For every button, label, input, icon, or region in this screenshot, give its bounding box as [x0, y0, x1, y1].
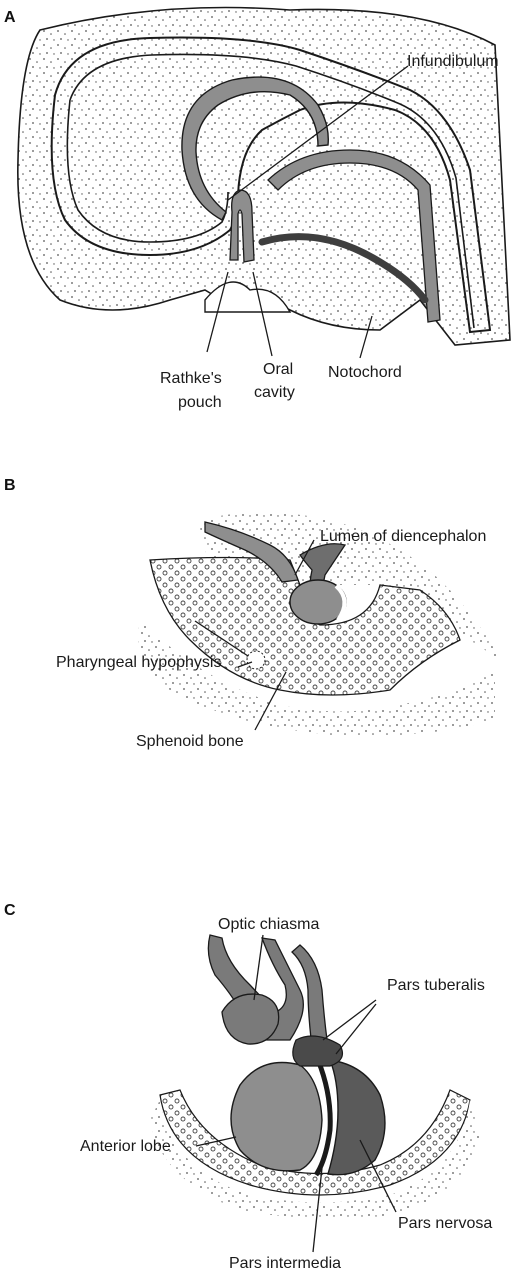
panel-c-pars-tuberalis [293, 1036, 343, 1066]
label-rathkes-pouch-2: pouch [178, 394, 222, 411]
label-lumen-of-diencephalon: Lumen of diencephalon [320, 528, 486, 545]
panel-c-anterior-lobe [231, 1063, 322, 1171]
label-rathkes-pouch-1: Rathke's [160, 370, 222, 387]
label-anterior-lobe: Anterior lobe [80, 1138, 171, 1155]
label-pars-nervosa: Pars nervosa [398, 1215, 492, 1232]
panel-c: C Optic chiasma Pars tuberalis Anterior … [4, 902, 492, 1272]
panel-c-optic-chiasma [222, 994, 279, 1044]
panel-b-pharyngeal-hypophysis [247, 651, 265, 669]
label-pars-tuberalis: Pars tuberalis [387, 977, 485, 994]
panel-c-letter: C [4, 902, 16, 919]
label-sphenoid-bone: Sphenoid bone [136, 733, 244, 750]
label-infundibulum: Infundibulum [407, 53, 499, 70]
panel-b-letter: B [4, 477, 16, 494]
label-pharyngeal-hypophysis: Pharyngeal hypophysis [56, 654, 221, 671]
panel-c-pars-nervosa [328, 1060, 385, 1175]
panel-a-letter: A [4, 9, 16, 26]
label-oral-cavity-1: Oral [263, 361, 293, 378]
label-oral-cavity-2: cavity [254, 384, 295, 401]
panel-a: A Infundibulum Rathke's pouch Oral cavit… [4, 8, 510, 412]
label-pars-intermedia: Pars intermedia [229, 1255, 341, 1272]
label-optic-chiasma: Optic chiasma [218, 916, 319, 933]
panel-b: B Lumen of diencephalon Pharyngeal hypop… [4, 477, 500, 750]
label-notochord: Notochord [328, 364, 402, 381]
